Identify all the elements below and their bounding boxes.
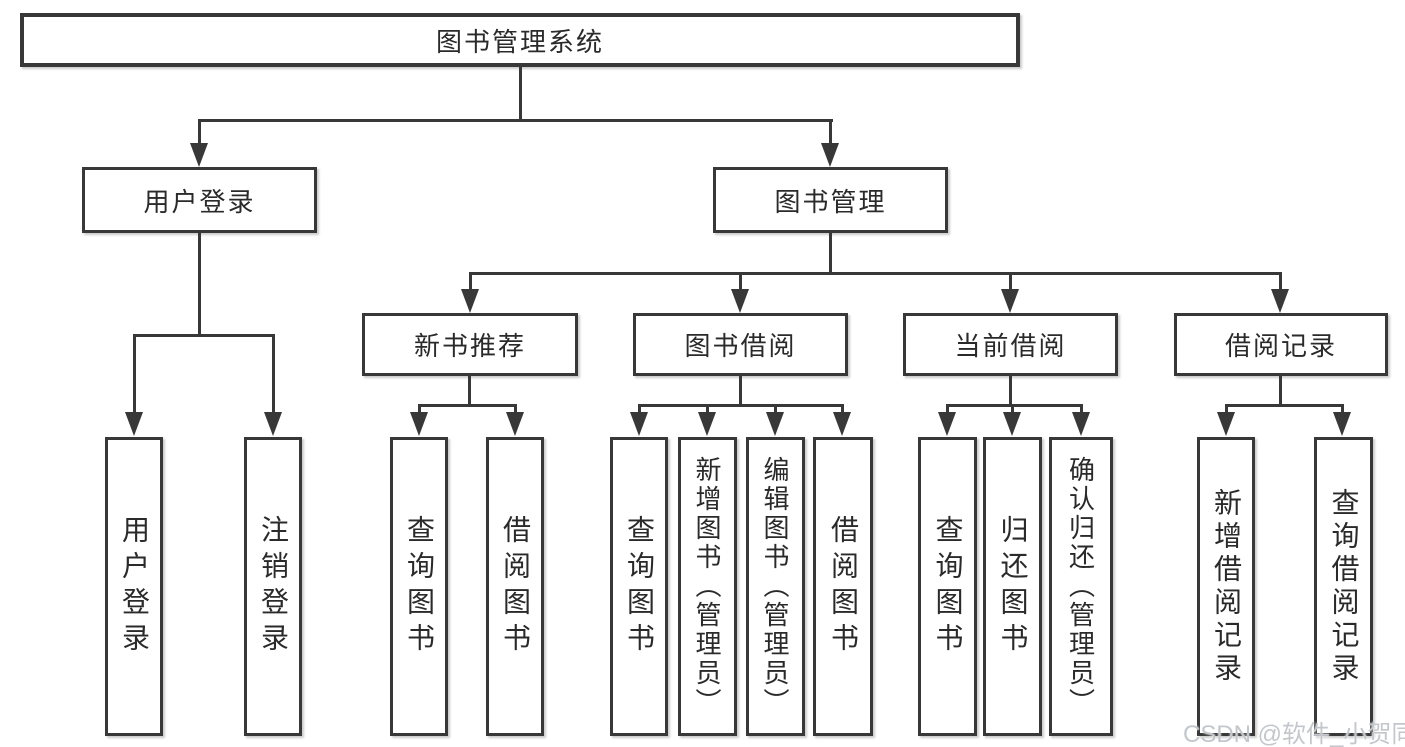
connector-line: [133, 334, 136, 414]
connector-line: [1279, 272, 1282, 290]
arrow-down-icon: [731, 289, 749, 313]
leaf-query-books-current: 查询图书: [918, 437, 977, 736]
node-system-root: 图书管理系统: [20, 13, 1020, 67]
node-label: 确认归还（管理员）: [1065, 456, 1096, 717]
leaf-query-books-recommend: 查询图书: [390, 437, 448, 736]
node-label: 查询图书: [932, 514, 964, 659]
arrow-down-icon: [1217, 412, 1235, 436]
leaf-add-borrow-record: 新增借阅记录: [1197, 437, 1255, 736]
node-label: 归还图书: [997, 514, 1029, 659]
arrow-down-icon: [1003, 412, 1021, 436]
node-label: 查询图书: [404, 514, 435, 659]
node-label: 注销登录: [258, 514, 289, 659]
leaf-edit-books-admin: 编辑图书（管理员）: [746, 437, 805, 736]
node-label: 新增借阅记录: [1211, 487, 1242, 686]
connector-line: [841, 404, 844, 416]
node-borrowing-records: 借阅记录: [1174, 313, 1388, 376]
connector-line: [418, 404, 421, 416]
node-label: 查询借阅记录: [1328, 487, 1360, 686]
connector-line: [946, 404, 949, 416]
arrow-down-icon: [125, 412, 143, 436]
connector-line: [638, 404, 844, 407]
node-label: 借阅图书: [828, 514, 859, 659]
connector-line: [519, 67, 522, 120]
arrow-down-icon: [766, 412, 784, 436]
arrow-down-icon: [821, 143, 839, 167]
node-new-book-recommend: 新书推荐: [362, 313, 578, 376]
arrow-down-icon: [461, 289, 479, 313]
connector-line: [774, 404, 777, 416]
arrow-down-icon: [1001, 289, 1019, 313]
node-label: 用户登录: [119, 514, 150, 659]
leaf-logout: 注销登录: [244, 437, 302, 736]
node-label: 借阅图书: [500, 514, 531, 659]
node-label: 查询图书: [624, 514, 655, 659]
csdn-watermark: CSDN @软件_小贺同学: [1183, 721, 1405, 747]
arrow-down-icon: [1333, 412, 1351, 436]
node-label: 编辑图书（管理员）: [760, 456, 790, 717]
connector-line: [1279, 376, 1282, 407]
connector-line: [468, 376, 471, 407]
node-book-management: 图书管理: [713, 167, 948, 233]
connector-line: [469, 272, 1282, 275]
connector-line: [1011, 404, 1014, 416]
leaf-confirm-return-admin: 确认归还（管理员）: [1049, 437, 1113, 736]
connector-line: [133, 334, 275, 337]
leaf-user-login: 用户登录: [105, 437, 163, 736]
connector-line: [706, 404, 709, 416]
connector-line: [514, 404, 517, 416]
node-current-borrowing: 当前借阅: [903, 313, 1118, 376]
connector-line: [1341, 404, 1344, 416]
connector-line: [198, 233, 201, 337]
connector-line: [1225, 404, 1344, 407]
arrow-down-icon: [630, 412, 648, 436]
leaf-return-books: 归还图书: [983, 437, 1042, 736]
arrow-down-icon: [506, 412, 524, 436]
node-label: 新书推荐: [413, 331, 526, 361]
arrow-down-icon: [410, 412, 428, 436]
connector-line: [198, 119, 201, 147]
node-label: 用户登录: [143, 186, 256, 217]
node-label: 图书管理: [774, 186, 887, 217]
node-user-login: 用户登录: [82, 167, 317, 233]
connector-line: [829, 233, 832, 274]
arrow-down-icon: [833, 412, 851, 436]
connector-line: [638, 404, 641, 416]
connector-line: [829, 119, 832, 147]
arrow-down-icon: [1271, 289, 1289, 313]
node-label: 借阅记录: [1224, 331, 1337, 361]
leaf-add-books-admin: 新增图书（管理员）: [678, 437, 737, 736]
leaf-borrow-books: 借阅图书: [813, 437, 873, 736]
node-label: 新增图书（管理员）: [692, 456, 722, 717]
arrow-down-icon: [938, 412, 956, 436]
arrow-down-icon: [264, 412, 282, 436]
leaf-borrow-books-recommend: 借阅图书: [486, 437, 544, 736]
connector-line: [1009, 272, 1012, 290]
node-label: 图书借阅: [684, 331, 797, 361]
node-book-borrowing: 图书借阅: [633, 313, 848, 376]
connector-line: [469, 272, 472, 290]
leaf-query-books-borrowing: 查询图书: [610, 437, 668, 736]
connector-line: [1225, 404, 1228, 416]
arrow-down-icon: [1072, 412, 1090, 436]
connector-line: [1009, 376, 1012, 407]
node-label: 图书管理系统: [435, 26, 604, 57]
connector-line: [739, 376, 742, 407]
arrow-down-icon: [698, 412, 716, 436]
connector-line: [1080, 404, 1083, 416]
leaf-query-borrow-record: 查询借阅记录: [1314, 437, 1373, 736]
connector-line: [946, 404, 1083, 407]
connector-line: [739, 272, 742, 290]
connector-line: [198, 119, 833, 122]
connector-line: [272, 334, 275, 414]
arrow-down-icon: [190, 143, 208, 167]
connector-line: [418, 404, 517, 407]
node-label: 当前借阅: [954, 331, 1067, 361]
